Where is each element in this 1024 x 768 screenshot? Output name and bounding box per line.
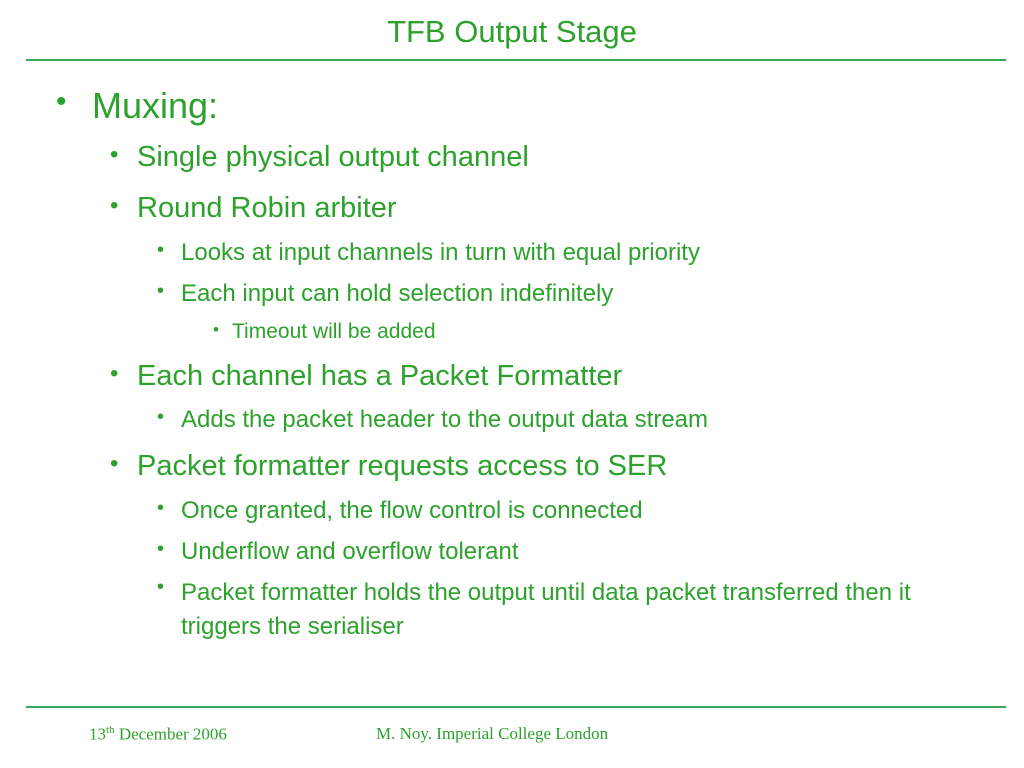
bullet-dot-icon: • xyxy=(110,360,119,387)
bullet-text: Once granted, the flow control is connec… xyxy=(181,497,643,524)
footer-date-day: 13 xyxy=(89,724,106,744)
footer-author: M. Noy. Imperial College London xyxy=(376,724,609,743)
bullet-text: Packet formatter requests access to SER xyxy=(137,450,668,482)
footer-divider xyxy=(26,706,1006,708)
bullet-dot-icon: • xyxy=(157,239,165,261)
bullet-dot-icon: • xyxy=(110,141,119,168)
bullet-text: Packet formatter holds the output until … xyxy=(181,579,911,640)
slide-title: TFB Output Stage xyxy=(387,14,637,49)
bullet-text: Underflow and overflow tolerant xyxy=(181,538,519,565)
bullet-text: Each input can hold selection indefinite… xyxy=(181,280,614,307)
bullet-text: Single physical output channel xyxy=(137,141,529,173)
footer-date-rest: December 2006 xyxy=(114,724,227,744)
title-divider xyxy=(26,59,1006,61)
bullet-text: Adds the packet header to the output dat… xyxy=(181,406,709,433)
bullet-text: Round Robin arbiter xyxy=(137,192,397,224)
bullet-text: Looks at input channels in turn with equ… xyxy=(181,239,700,266)
bullet-dot-icon: • xyxy=(157,497,165,519)
bullet-dot-icon: • xyxy=(157,406,165,428)
bullet-dot-icon: • xyxy=(157,576,165,598)
bullet-text: Muxing: xyxy=(92,85,219,126)
bullet-dot-icon: • xyxy=(56,85,67,118)
bullet-list: • Muxing: • Single physical output chann… xyxy=(56,85,911,640)
footer-date-suffix: th xyxy=(106,724,115,736)
bullet-text: Timeout will be added xyxy=(232,320,436,343)
bullet-dot-icon: • xyxy=(110,192,119,219)
bullet-dot-icon: • xyxy=(110,450,119,477)
bullet-text: Each channel has a Packet Formatter xyxy=(137,360,623,392)
bullet-dot-icon: • xyxy=(213,320,219,339)
bullet-dot-icon: • xyxy=(157,538,165,560)
footer-date: 13th December 2006 xyxy=(89,724,227,745)
bullet-dot-icon: • xyxy=(157,280,165,302)
